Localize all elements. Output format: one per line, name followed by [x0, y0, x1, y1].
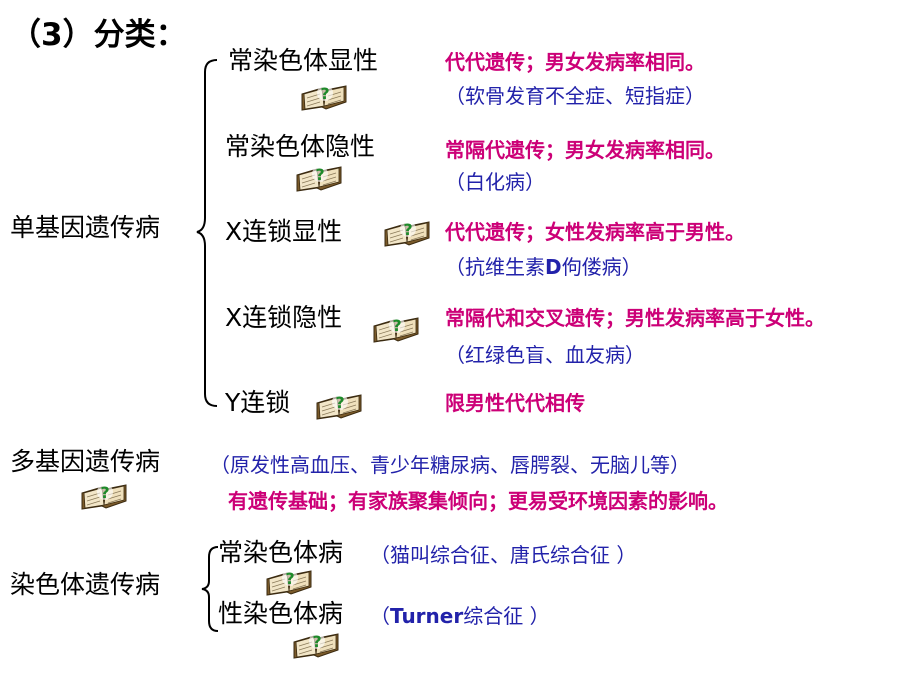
desc-y-linked: 限男性代代相传: [445, 391, 585, 415]
subtype-autosomal-dominant: 常染色体显性: [228, 46, 379, 75]
page-title: （3）分类：: [10, 17, 187, 53]
svg-text:?: ?: [403, 220, 412, 239]
book-question-icon[interactable]: ?: [315, 391, 363, 421]
svg-text:?: ?: [392, 316, 401, 335]
example-sex-chromosome-post: 综合征 ）: [463, 604, 550, 628]
desc-x-linked-dominant: 代代遗传；女性发病率高于男性。: [445, 220, 745, 244]
brace-single-gene: [196, 59, 218, 407]
book-question-icon[interactable]: ?: [295, 163, 343, 193]
book-question-icon[interactable]: ?: [383, 218, 431, 248]
book-question-icon[interactable]: ?: [265, 567, 313, 597]
svg-text:?: ?: [285, 569, 294, 588]
example-autosomal-recessive: （白化病）: [445, 170, 545, 194]
example-x-linked-dominant-post: 佝偻病）: [561, 255, 642, 279]
example-x-linked-dominant-pre: （抗维生素: [445, 255, 545, 279]
svg-text:?: ?: [320, 84, 329, 103]
svg-text:?: ?: [312, 632, 321, 651]
category-label-chromosome: 染色体遗传病: [10, 570, 161, 599]
desc-x-linked-recessive: 常隔代和交叉遗传；男性发病率高于女性。: [445, 306, 825, 330]
example-sex-chromosome: （Turner综合征 ）: [370, 606, 550, 626]
subtype-sex-chromosome: 性染色体病: [218, 599, 344, 628]
book-question-icon[interactable]: ?: [300, 82, 348, 112]
example-x-linked-dominant-bold: D: [545, 255, 562, 279]
example-x-linked-dominant: （抗维生素D佝偻病）: [445, 257, 642, 277]
subtype-autosomal-recessive: 常染色体隐性: [225, 132, 376, 161]
example-autosomal-chromosome: （猫叫综合征、唐氏综合征 ）: [370, 543, 637, 567]
desc-autosomal-dominant: 代代遗传；男女发病率相同。: [445, 50, 705, 74]
example-multi-gene: （原发性高血压、青少年糖尿病、唇腭裂、无脑儿等）: [210, 453, 690, 477]
example-sex-chromosome-bold: Turner: [390, 604, 464, 628]
category-label-single-gene: 单基因遗传病: [10, 213, 161, 242]
category-label-multi-gene: 多基因遗传病: [10, 447, 161, 476]
subtype-autosomal-chromosome: 常染色体病: [218, 538, 344, 567]
svg-text:?: ?: [335, 393, 344, 412]
book-question-icon[interactable]: ?: [80, 481, 128, 511]
example-x-linked-recessive: （红绿色盲、血友病）: [445, 343, 645, 367]
svg-text:?: ?: [100, 483, 109, 502]
desc-autosomal-recessive: 常隔代遗传；男女发病率相同。: [445, 138, 725, 162]
brace-chromosome: [201, 546, 219, 632]
subtype-x-linked-recessive: X连锁隐性: [225, 303, 343, 332]
subtype-y-linked: Y连锁: [225, 388, 291, 417]
svg-text:?: ?: [315, 165, 324, 184]
book-question-icon[interactable]: ?: [292, 630, 340, 660]
subtype-x-linked-dominant: X连锁显性: [225, 217, 343, 246]
desc-multi-gene: 有遗传基础；有家族聚集倾向；更易受环境因素的影响。: [228, 489, 728, 513]
example-autosomal-dominant: （软骨发育不全症、短指症）: [445, 84, 705, 108]
example-sex-chromosome-pre: （: [370, 604, 390, 628]
book-question-icon[interactable]: ?: [372, 314, 420, 344]
